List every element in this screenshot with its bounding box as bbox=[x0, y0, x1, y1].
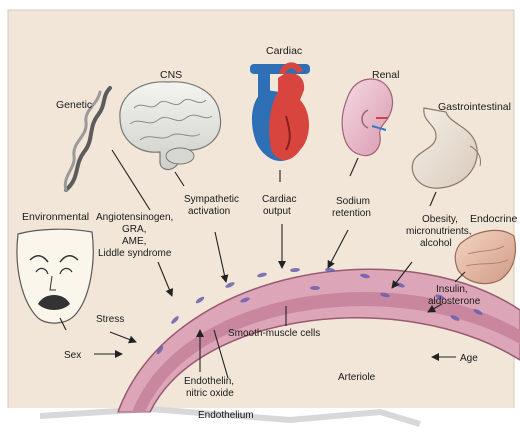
label-insulin-1: Insulin, bbox=[436, 284, 468, 295]
label-sympathetic-2: activation bbox=[188, 206, 230, 217]
label-sympathetic-1: Sympathetic bbox=[184, 194, 239, 205]
label-gastrointestinal: Gastrointestinal bbox=[438, 101, 511, 113]
label-cns: CNS bbox=[160, 69, 182, 81]
label-stress: Stress bbox=[96, 314, 124, 325]
label-sodium-1: Sodium bbox=[336, 196, 370, 207]
label-age: Age bbox=[460, 353, 478, 364]
label-genetic: Genetic bbox=[56, 99, 92, 111]
label-gra: GRA, bbox=[122, 224, 146, 235]
label-sodium-2: retention bbox=[332, 208, 371, 219]
label-angiotensinogen: Angiotensinogen, bbox=[96, 212, 173, 223]
label-insulin-2: aldosterone bbox=[428, 296, 481, 307]
label-endothelin-1: Endothelin, bbox=[184, 376, 234, 387]
label-cardiac: Cardiac bbox=[266, 45, 302, 57]
label-endothelium: Endothelium bbox=[198, 410, 254, 421]
heart-icon bbox=[250, 64, 310, 161]
label-obesity-1: Obesity, bbox=[422, 214, 458, 225]
label-cardiac-output-2: output bbox=[263, 206, 291, 217]
label-sex: Sex bbox=[64, 350, 81, 361]
label-renal: Renal bbox=[372, 69, 399, 81]
label-cardiac-output-1: Cardiac bbox=[262, 194, 296, 205]
label-obesity-3: alcohol bbox=[420, 238, 452, 249]
label-environmental: Environmental bbox=[22, 211, 89, 223]
label-arteriole: Arteriole bbox=[338, 372, 376, 383]
label-liddle: Liddle syndrome bbox=[98, 248, 172, 259]
label-endocrine: Endocrine bbox=[470, 213, 517, 225]
label-ame: AME, bbox=[122, 236, 146, 247]
label-endothelin-2: nitric oxide bbox=[186, 388, 234, 399]
label-smooth-muscle: Smooth-muscle cells bbox=[228, 328, 320, 339]
label-obesity-2: micronutrients, bbox=[406, 226, 472, 237]
